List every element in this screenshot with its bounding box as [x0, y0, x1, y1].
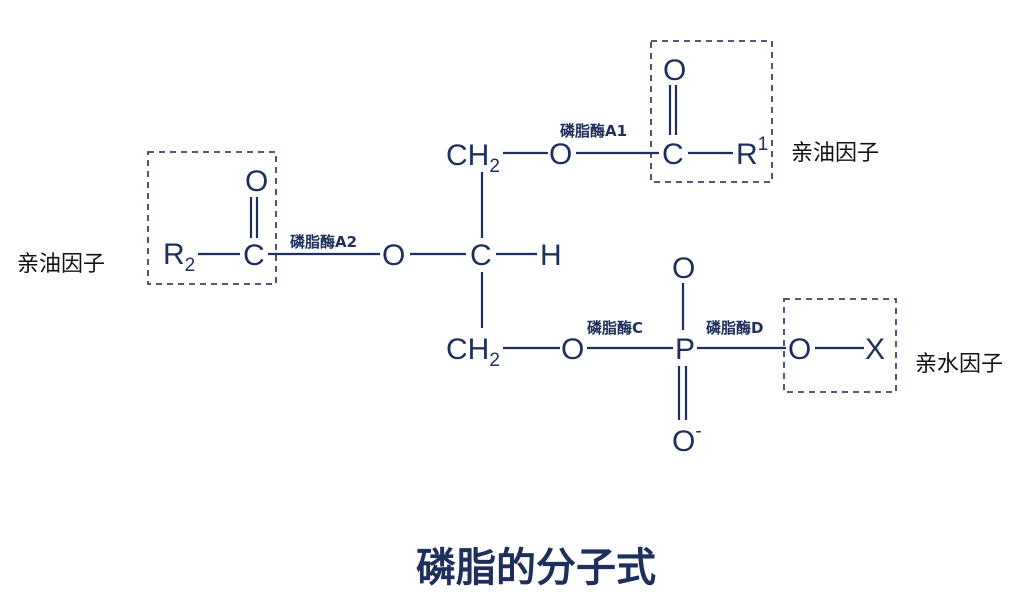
atom-h: H: [540, 239, 562, 272]
enzyme-label-a1: 磷脂酶A1: [560, 122, 627, 140]
atom-o-bottom: O: [561, 333, 584, 366]
atom-o-top: O: [549, 138, 572, 171]
diagram-title: 磷脂的分子式: [416, 545, 656, 591]
atom-ch2-bottom: CH2: [446, 333, 500, 371]
atom-o-carbonyl-left: O: [245, 165, 268, 198]
lipophilic-box-left: [147, 151, 277, 285]
atom-c-center: C: [470, 239, 492, 272]
atom-x: X: [865, 333, 885, 366]
label-lipophilic-left: 亲油因子: [17, 252, 105, 277]
atom-o-minus: O-: [672, 421, 702, 458]
label-hydrophilic: 亲水因子: [915, 352, 1003, 377]
atom-c-carbonyl-top: C: [662, 138, 684, 171]
atom-o-right: O: [788, 333, 811, 366]
atom-o-middle: O: [382, 239, 405, 272]
enzyme-label-a2: 磷脂酶A2: [290, 233, 357, 251]
atom-ch2-top: CH2: [446, 139, 500, 177]
atom-o-phosphate-top: O: [672, 252, 695, 285]
enzyme-label-c: 磷脂酶C: [587, 319, 643, 337]
enzyme-label-d: 磷脂酶D: [706, 319, 763, 337]
atom-r1: R1: [736, 134, 768, 171]
atom-o-carbonyl-top: O: [663, 54, 686, 87]
atom-c-carbonyl-left: C: [243, 239, 265, 272]
atom-p: P: [675, 333, 695, 366]
lipophilic-box-right: [650, 40, 773, 183]
label-lipophilic-right: 亲油因子: [791, 141, 879, 166]
hydrophilic-box: [783, 298, 897, 393]
atom-r2: R2: [163, 238, 195, 276]
